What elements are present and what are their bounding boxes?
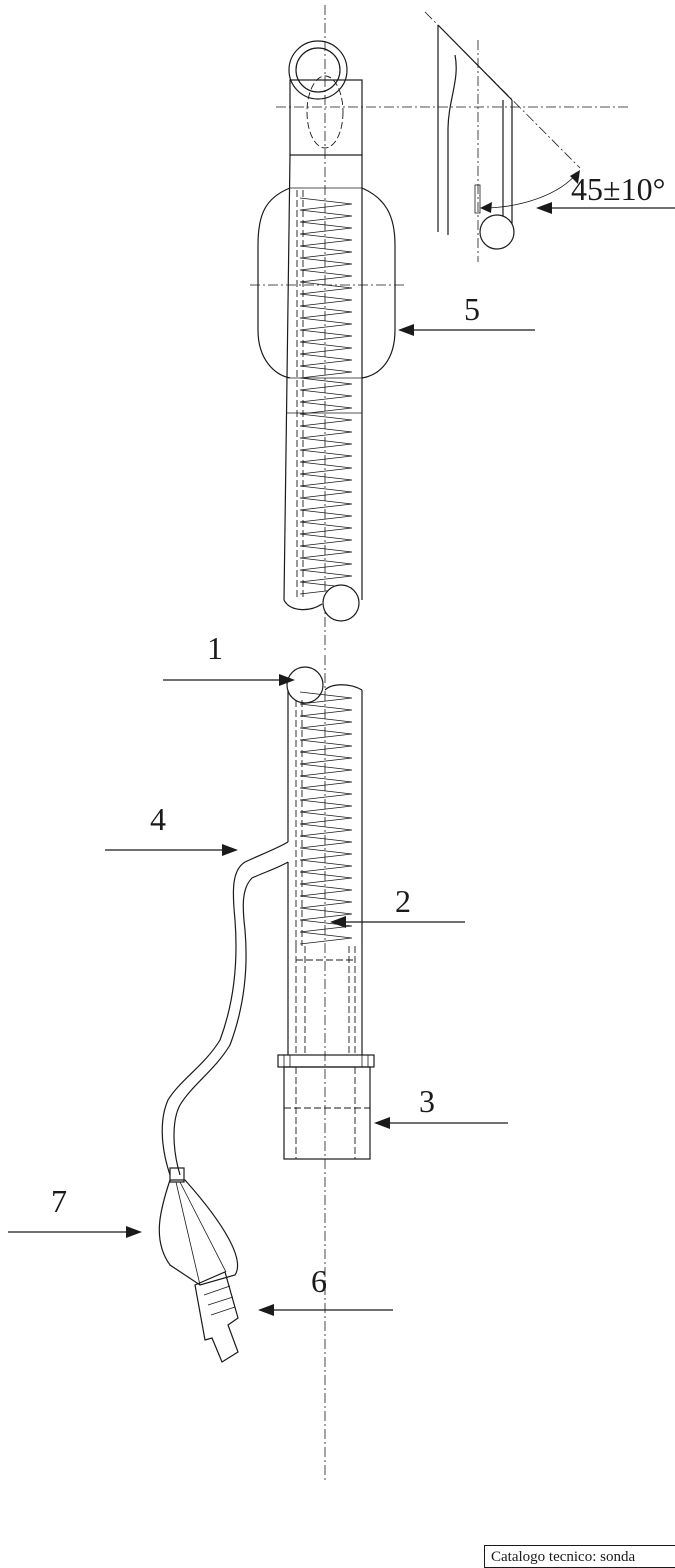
tip-bevel — [437, 24, 513, 101]
angle-callout-label: 45±10° — [571, 171, 665, 207]
callout-5-arrowhead — [398, 324, 414, 336]
luer-valve-ridge-c — [210, 1306, 236, 1316]
inflation-line-inner — [173, 861, 289, 1176]
tip-end-circle — [479, 214, 515, 250]
callout-2-label: 2 — [395, 883, 411, 919]
top-ring-inner — [295, 47, 341, 93]
callout-6-label: 6 — [311, 1263, 327, 1299]
tube-head — [289, 79, 363, 156]
tube-bottom-segment — [158, 666, 375, 1363]
top-ring-hidden — [306, 75, 344, 149]
luer-valve-ridge-b — [207, 1296, 234, 1306]
callout-3-arrowhead — [374, 1117, 390, 1129]
pilot-balloon — [158, 1179, 239, 1286]
pilot-balloon-line-a — [175, 1181, 201, 1286]
luer-valve — [194, 1271, 239, 1363]
connector-flange — [277, 1054, 375, 1068]
top-segment-cut — [283, 599, 323, 611]
callout-6-arrowhead — [258, 1304, 274, 1316]
callout-1-label: 1 — [207, 630, 223, 666]
pilot-balloon-valve — [169, 1167, 185, 1183]
angle-arc-arrow-left — [480, 202, 492, 213]
tip-eye-slot — [474, 184, 481, 214]
connector-body — [283, 1066, 371, 1160]
top-segment-cut-circle — [322, 584, 360, 622]
callout-2-arrowhead — [330, 916, 346, 928]
callout-7-label: 7 — [51, 1183, 67, 1219]
caption-box: Catalogo tecnico: sonda — [484, 1545, 675, 1568]
callout-7-arrowhead — [126, 1226, 142, 1238]
angle-callout-arrowhead — [536, 202, 552, 214]
tip-bevel-extension — [424, 11, 581, 169]
callout-4-arrowhead — [222, 844, 238, 856]
callout-3-label: 3 — [419, 1083, 435, 1119]
bottom-segment-cut — [324, 684, 363, 691]
callout-5-label: 5 — [464, 291, 480, 327]
spring-coil-top — [299, 197, 353, 595]
bottom-segment-cut-circle — [286, 666, 324, 704]
tip-detail — [424, 11, 581, 262]
angle-arc — [481, 171, 579, 209]
callout-4-label: 4 — [150, 801, 166, 837]
angle-arc-arrow-right — [570, 170, 580, 184]
spring-coil-bottom — [299, 691, 353, 945]
inflation-line-outer — [161, 841, 289, 1176]
cuff-balloon — [257, 187, 396, 379]
tube-top-segment — [250, 40, 630, 622]
callout-1-arrowhead — [279, 674, 295, 686]
top-ring-outer — [288, 40, 348, 100]
luer-valve-ridge-a — [203, 1285, 231, 1296]
pilot-balloon-line-b — [179, 1181, 227, 1273]
caption-text: Catalogo tecnico: sonda — [491, 1549, 636, 1565]
tip-inner-curve — [447, 54, 457, 235]
